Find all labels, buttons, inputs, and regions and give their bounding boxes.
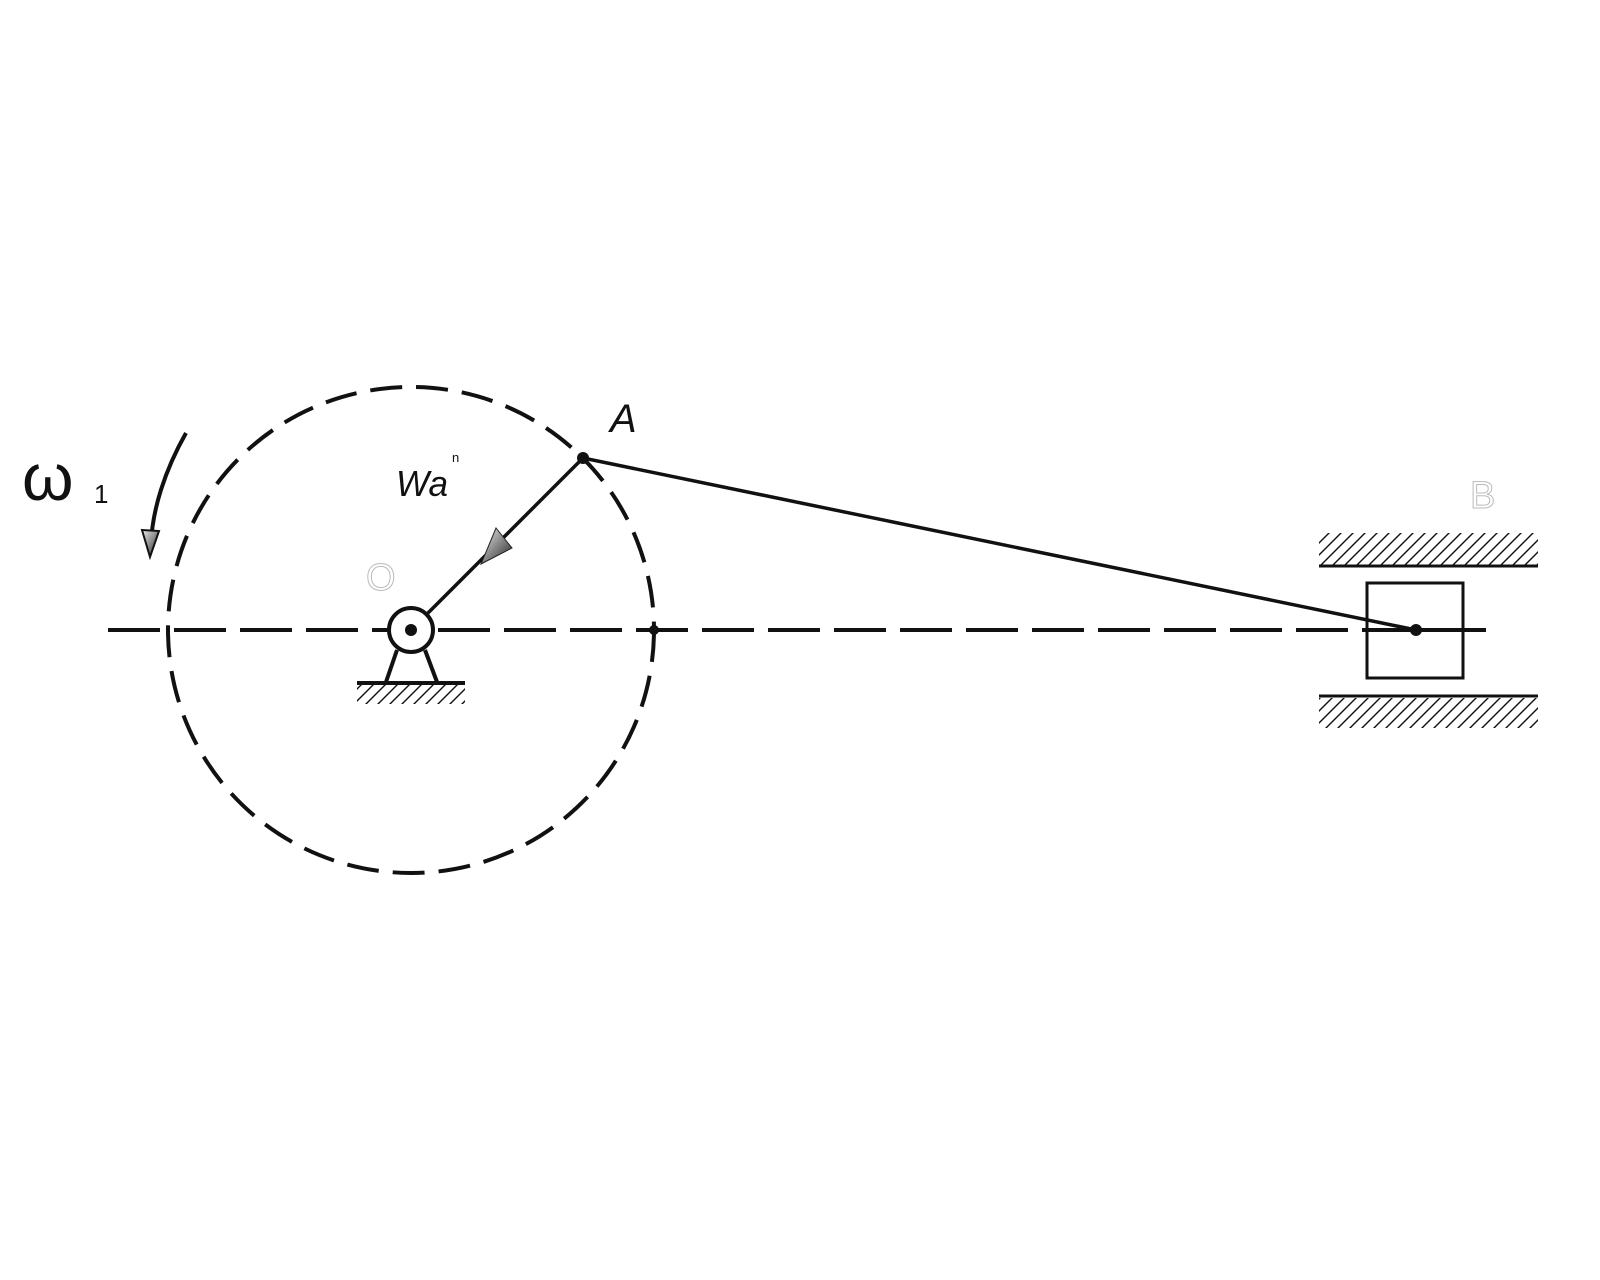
- acceleration-arrowhead: [480, 527, 513, 566]
- point-b-label: B: [1470, 475, 1495, 517]
- acceleration-superscript: n: [452, 450, 459, 465]
- ground-support: [357, 606, 465, 704]
- joint-a: [577, 452, 589, 464]
- rotation-direction-arrow: [149, 432, 188, 546]
- acceleration-label: Wa: [396, 463, 448, 504]
- omega-label: ω: [22, 440, 74, 514]
- connecting-rod-ab: [582, 456, 1417, 632]
- slider-guide-top: [1319, 533, 1538, 568]
- point-a-label: A: [608, 397, 637, 441]
- point-o-label: O: [366, 557, 396, 599]
- joint-right-intersection: [649, 625, 659, 635]
- slider-guide-bottom: [1319, 694, 1538, 728]
- rotation-arrowhead-icon: [140, 528, 161, 561]
- omega-subscript: 1: [94, 479, 108, 509]
